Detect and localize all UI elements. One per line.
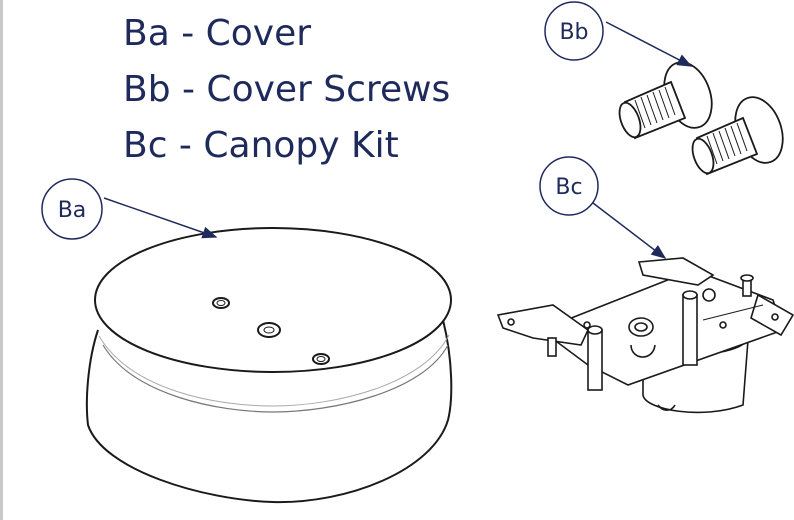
part-label-bc: Bc - Canopy Kit bbox=[123, 125, 399, 166]
parts-illustration: Ba Bb Bc bbox=[41, 1, 794, 504]
canopy-kit-drawing bbox=[496, 257, 794, 414]
callout-bc-text: Bc bbox=[555, 175, 582, 200]
callout-bb: Bb bbox=[544, 1, 693, 67]
part-label-ba: Ba - Cover bbox=[123, 13, 312, 54]
cover-drawing bbox=[85, 227, 453, 504]
callout-ba-text: Ba bbox=[58, 198, 87, 223]
part-label-bb: Bb - Cover Screws bbox=[123, 69, 451, 110]
callout-bb-text: Bb bbox=[559, 20, 588, 45]
callout-ba: Ba bbox=[41, 178, 218, 240]
callout-bc: Bc bbox=[539, 156, 667, 259]
screw-drawing-2 bbox=[691, 96, 784, 176]
screw-drawing-1 bbox=[618, 61, 713, 140]
